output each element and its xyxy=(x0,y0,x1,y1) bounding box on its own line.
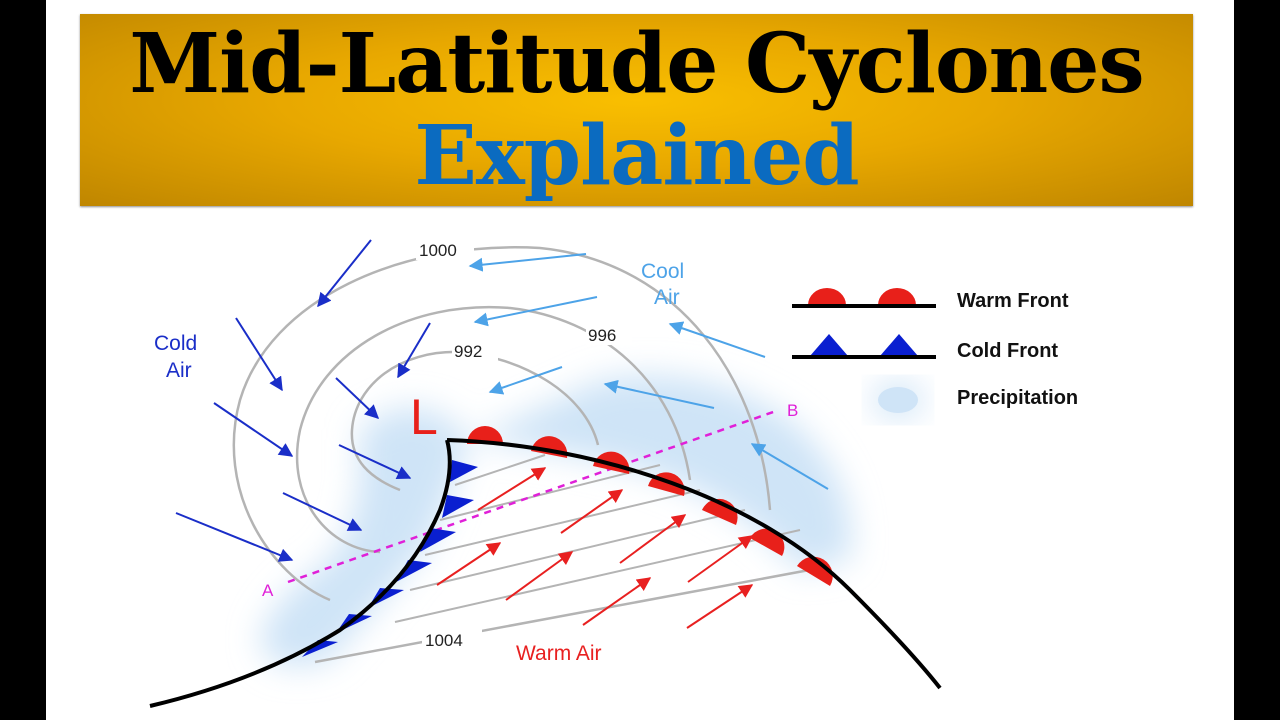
isobar-label-1000: 1000 xyxy=(419,241,457,260)
isobar-1000 xyxy=(232,246,772,602)
legend-precipitation-label: Precipitation xyxy=(957,387,1078,409)
cold-air-label-line2: Air xyxy=(166,359,192,382)
cold-air-arrows xyxy=(175,239,431,562)
isobar-1004 xyxy=(314,566,821,664)
warm-air-label: Warm Air xyxy=(516,642,602,665)
title-banner: Mid-Latitude Cyclones Explained xyxy=(80,14,1193,206)
cold-air-label-line1: Cold xyxy=(154,332,197,355)
legend-warm-front-label: Warm Front xyxy=(957,290,1069,312)
legend-cold-front-symbol xyxy=(792,334,936,359)
title-explained: Explained xyxy=(414,108,859,204)
warm-air-arrows xyxy=(436,467,754,629)
isobar-label-1004: 1004 xyxy=(425,631,463,650)
low-pressure-symbol: L xyxy=(410,389,438,445)
warm-front-line xyxy=(446,438,942,690)
cool-air-label-line1: Cool xyxy=(641,260,684,283)
legend-cold-front-label: Cold Front xyxy=(957,340,1058,362)
cross-section-line xyxy=(287,409,777,584)
legend: Warm Front Cold Front Precipitation xyxy=(792,288,1078,418)
isobar-996 xyxy=(295,305,692,554)
isobars xyxy=(232,246,821,664)
isobar-label-992: 992 xyxy=(454,342,482,361)
title-main: Mid-Latitude Cyclones xyxy=(129,16,1144,112)
cross-section-label-b: B xyxy=(787,401,798,420)
cross-section-label-a: A xyxy=(262,581,274,600)
isobar-992 xyxy=(350,350,600,492)
isobar-label-996: 996 xyxy=(588,326,616,345)
cool-air-arrows xyxy=(468,253,829,490)
legend-warm-front-symbol xyxy=(792,288,936,308)
warm-sector-lines xyxy=(394,454,801,623)
slide-page: Mid-Latitude Cyclones Explained xyxy=(46,0,1234,720)
cool-air-label-line2: Air xyxy=(654,286,680,309)
cold-front-line xyxy=(149,439,452,708)
cold-front-markers xyxy=(302,460,478,657)
